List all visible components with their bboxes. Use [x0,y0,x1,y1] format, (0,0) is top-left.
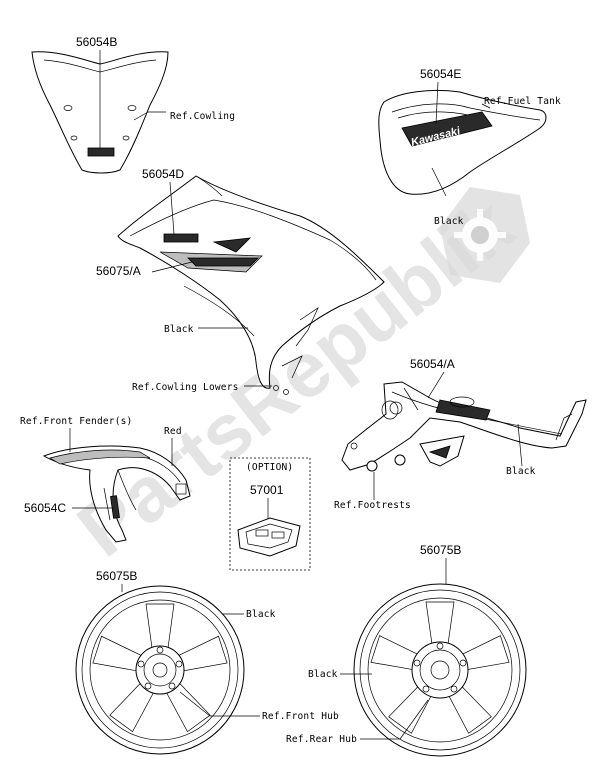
front-fender-part [42,445,191,543]
part-number-56054D: 56054D [142,167,184,181]
footrest-bracket-part [341,381,587,472]
black-swingarm-label: Black [506,466,536,477]
tank-decal-band [401,111,493,147]
ref-front-fender-label: Ref.Front Fender(s) [20,416,132,427]
part-number-56054C: 56054C [24,501,66,515]
rear-wheel-part [353,583,527,757]
part-number-56054B: 56054B [76,35,117,49]
part-number-57001: 57001 [250,483,284,497]
windscreen-decal [87,147,115,157]
ref-rear-hub-label: Ref.Rear Hub [286,734,357,745]
ref-cowling-lowers-label: Ref.Cowling Lowers [132,382,239,393]
cowling-decal [163,233,199,243]
front-wheel-part [75,585,245,755]
option-box: (OPTION) 57001 [229,457,311,571]
side-cowling-part [117,175,385,395]
option-clip-part [237,517,301,557]
fender-decal [110,495,120,519]
black-tank-label: Black [434,216,464,227]
ref-front-hub-label: Ref.Front Hub [262,711,339,722]
part-number-56075B-left: 56075B [96,569,137,583]
ref-fuel-tank-label: Ref.Fuel Tank [484,96,561,107]
option-label: (OPTION) [246,462,293,473]
black-wheel-right-label: Black [308,669,338,680]
fuel-tank-part: Kawasaki [378,89,547,195]
part-number-56054E: 56054E [420,67,461,81]
black-cowling-label: Black [164,324,194,335]
part-number-56075A: 56075/A [96,264,141,278]
part-number-56054A: 56054/A [410,357,455,371]
part-number-56075B-right: 56075B [420,543,461,557]
ref-cowling-label: Ref.Cowling [170,111,235,122]
black-wheel-left-label: Black [246,609,276,620]
ref-footrests-label: Ref.Footrests [334,500,411,511]
bracket-decal [435,399,491,421]
red-label: Red [164,426,182,437]
gear-icon [440,187,530,283]
